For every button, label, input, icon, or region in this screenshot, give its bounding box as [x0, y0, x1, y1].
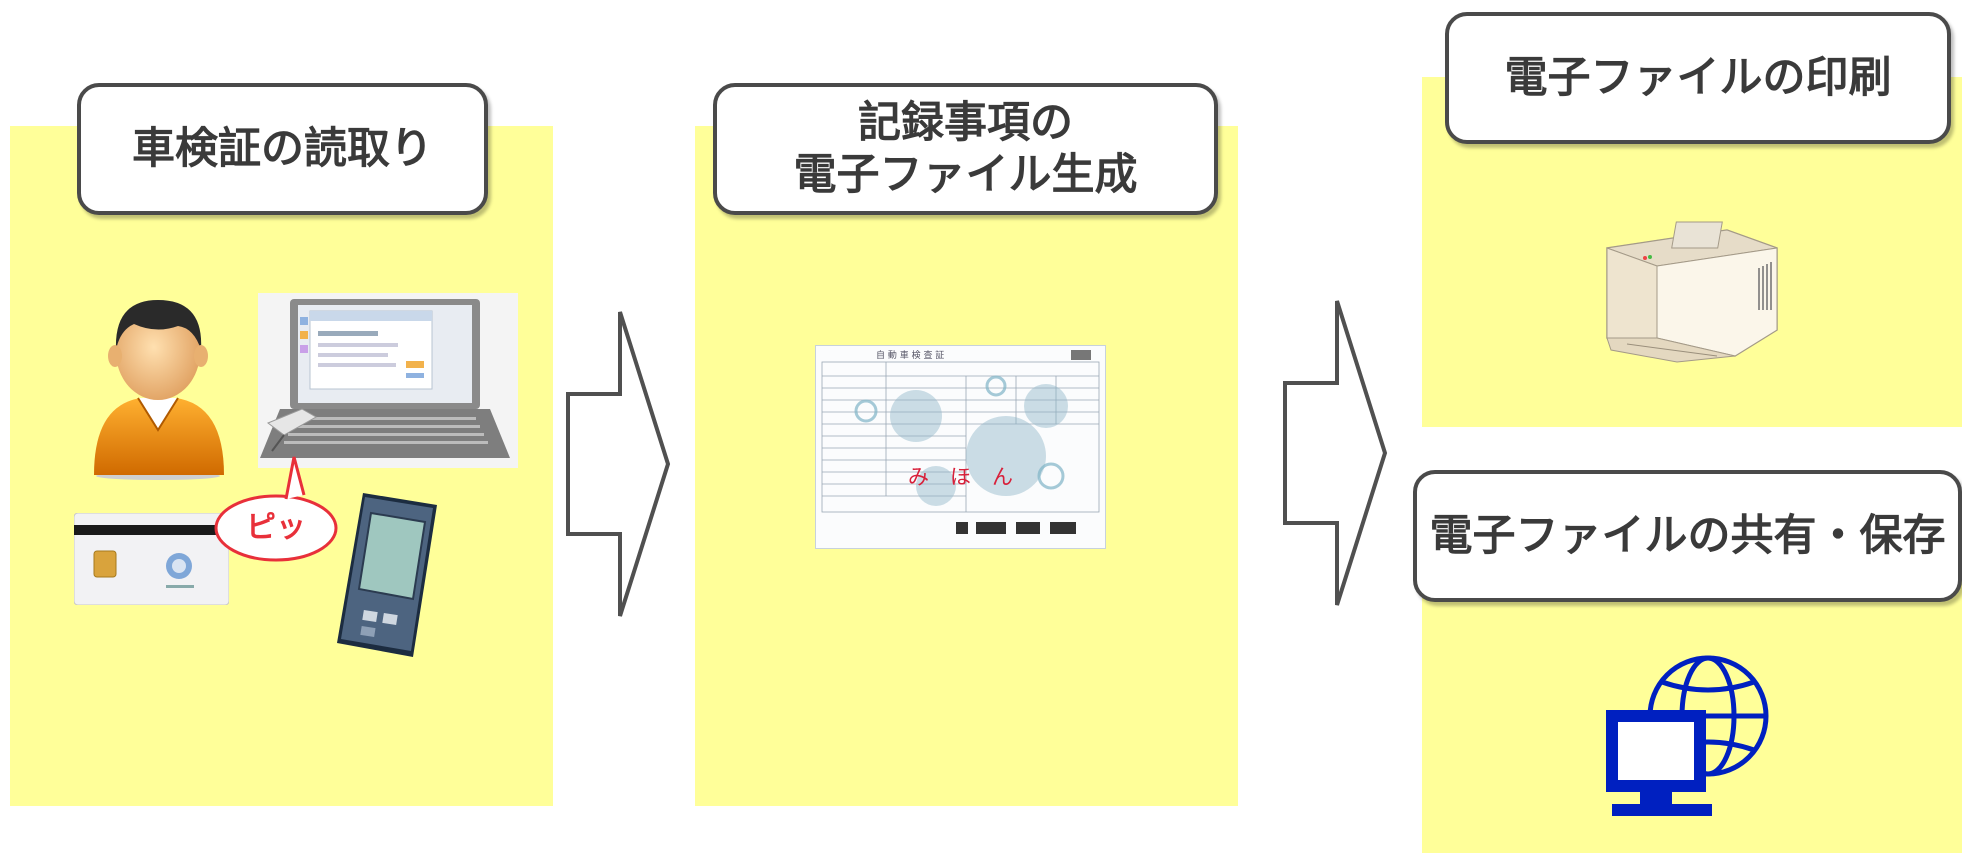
step-generate-title-box: 記録事項の 電子ファイル生成 — [713, 83, 1218, 215]
arrow-right-icon — [566, 311, 671, 617]
document-form-icon: 自 動 車 検 査 証 — [821, 349, 1100, 534]
step-print-title-box: 電子ファイルの印刷 — [1445, 12, 1951, 144]
arrow-right-icon — [1283, 300, 1388, 606]
user-icon — [94, 300, 224, 480]
document-icon: 自 動 車 検 査 証 み ほ ん — [815, 345, 1106, 549]
step-read-title: 車検証の読取り — [132, 124, 433, 174]
step-print-title: 電子ファイルの印刷 — [1504, 53, 1892, 103]
beep-bubble-text: ピッ — [246, 510, 306, 545]
ic-card-icon — [74, 513, 229, 605]
network-computer-icon — [1606, 655, 1769, 816]
step-generate-title-line1: 記録事項の — [858, 98, 1073, 148]
step-read-title-box: 車検証の読取り — [77, 83, 488, 215]
printer-icon — [1606, 221, 1778, 363]
step-share-title-box: 電子ファイルの共有・保存 — [1413, 470, 1962, 602]
document-stamp-text: み ほ ん — [908, 465, 1013, 489]
beep-bubble: ピッ — [212, 492, 340, 564]
laptop-icon — [258, 293, 518, 468]
speech-bubble-icon — [214, 494, 338, 562]
step-generate-title-line2: 電子ファイル生成 — [793, 150, 1138, 200]
card-reader-icon — [262, 400, 302, 440]
step-share-title: 電子ファイルの共有・保存 — [1429, 511, 1946, 561]
bubble-tail-icon — [284, 456, 306, 500]
svg-text:自 動 車 検 査 証: 自 動 車 検 査 証 — [876, 349, 944, 361]
handheld-device-icon — [337, 493, 437, 657]
